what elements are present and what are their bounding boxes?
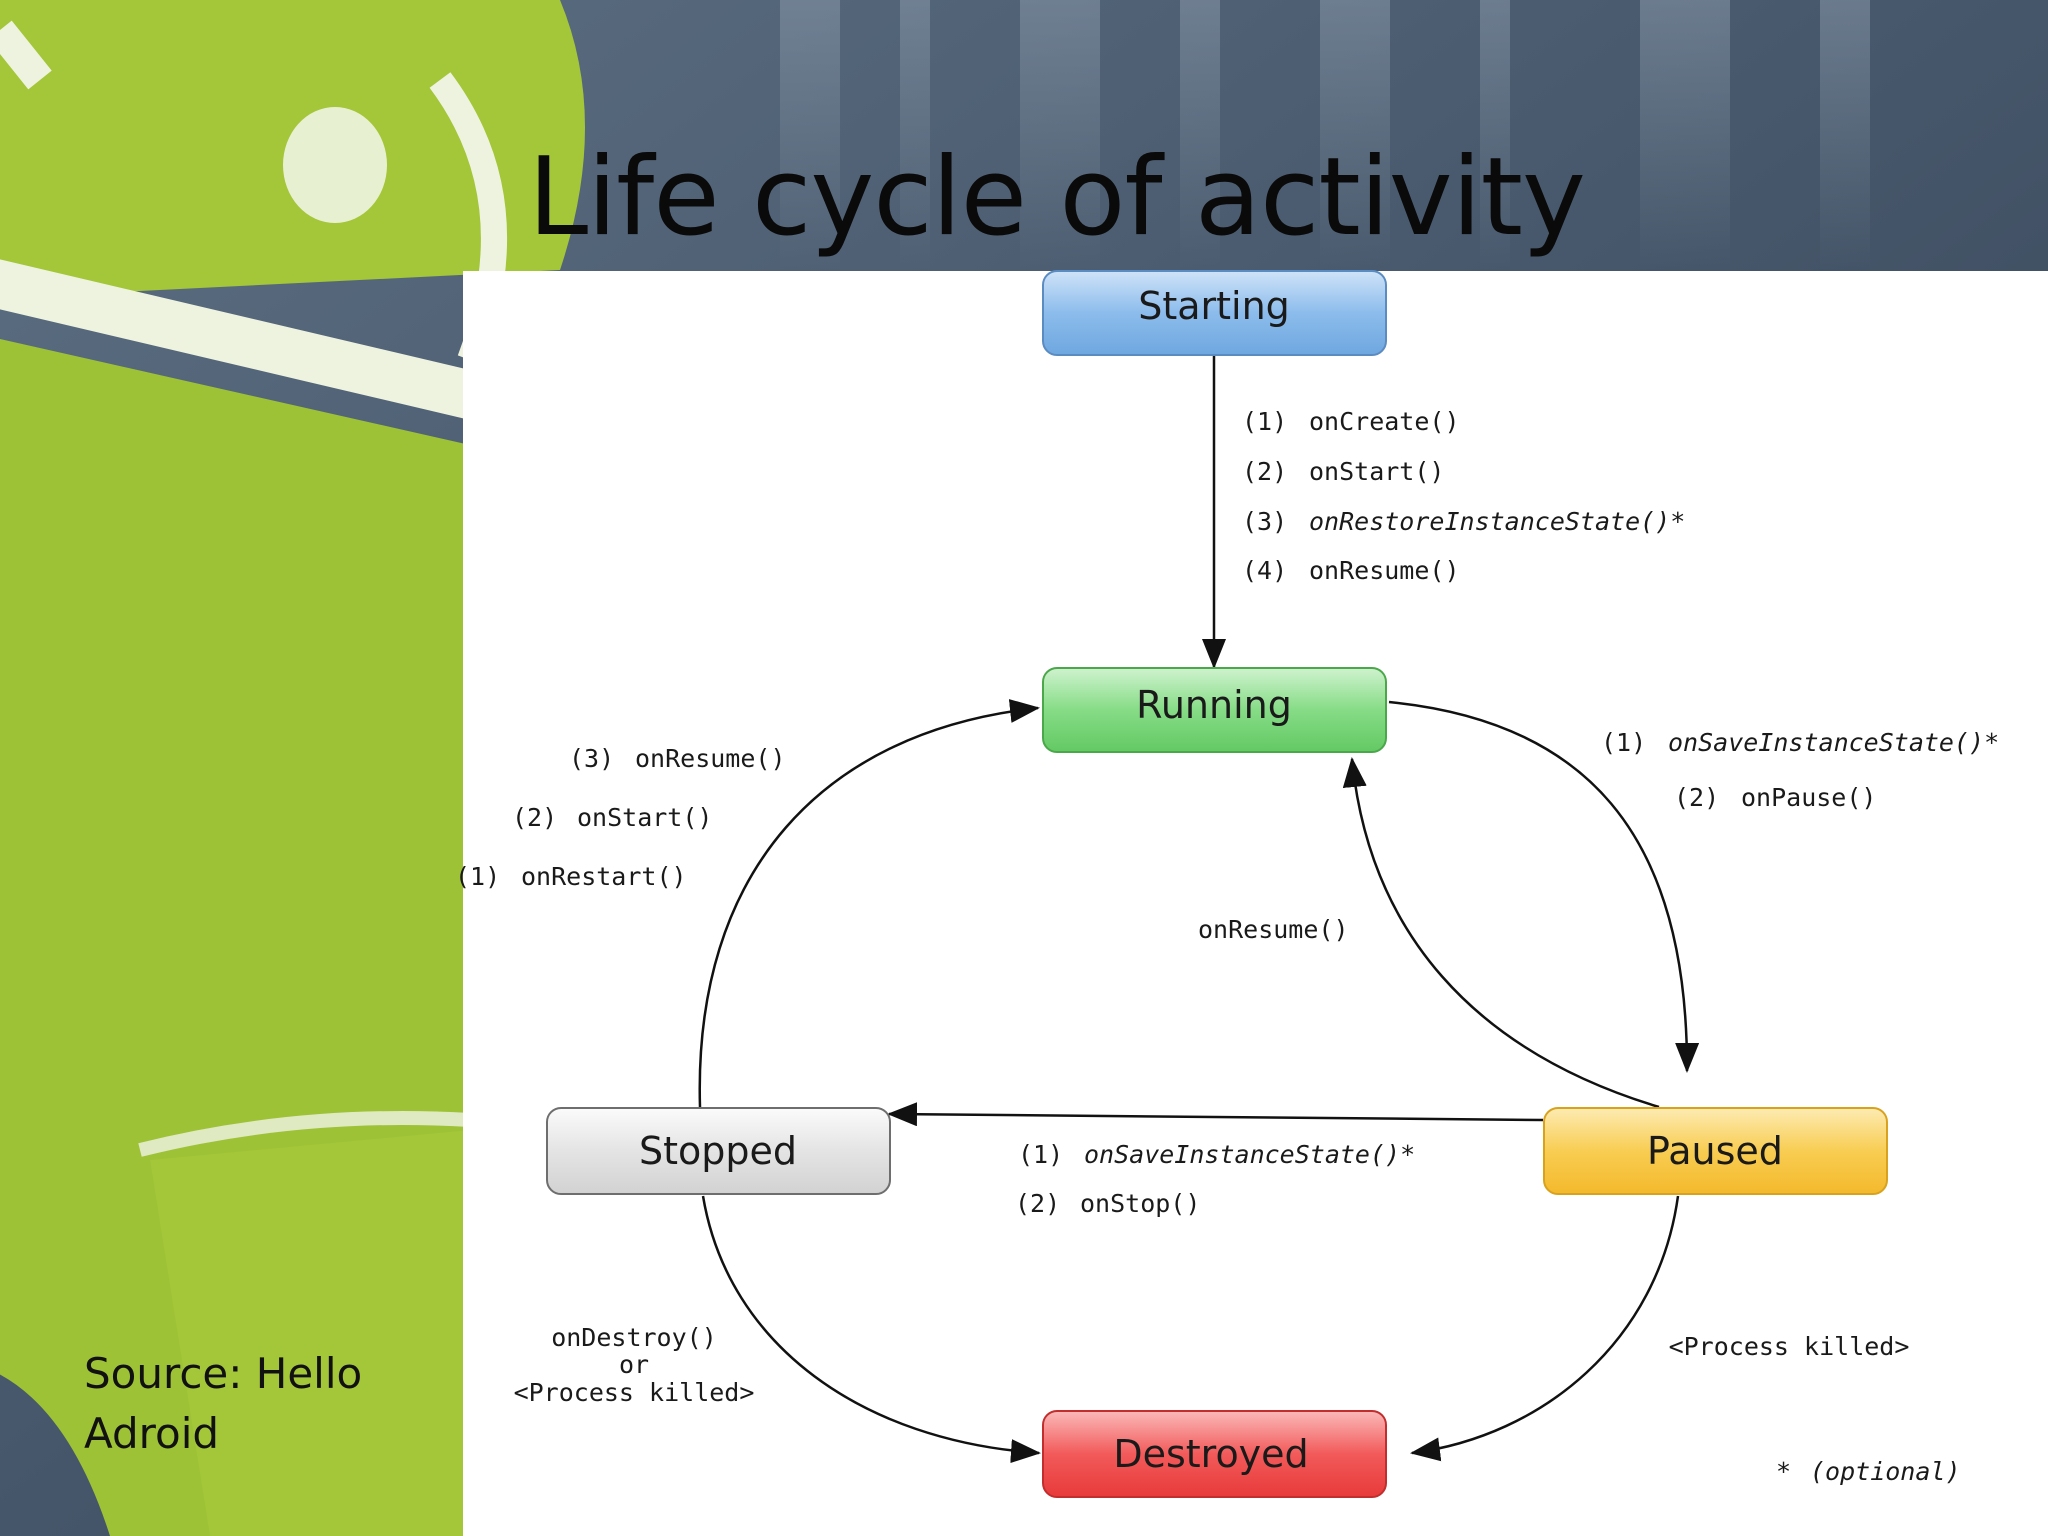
state-paused: Paused (1543, 1107, 1888, 1195)
android-logo-graphic (0, 0, 585, 1536)
callback-onrestoreinstancestate: onRestoreInstanceState()* (1309, 507, 1685, 536)
state-destroyed: Destroyed (1042, 1410, 1387, 1498)
edge-stopped-to-destroyed (701, 1195, 1041, 1464)
callback-onresume: onResume() (1309, 556, 1460, 585)
edge-paused-to-destroyed (1410, 1195, 1680, 1462)
state-stopped: Stopped (546, 1107, 891, 1195)
callback-num: (1) (1242, 407, 1287, 436)
label-running-to-paused: (1) onSaveInstanceState()* (2) onPause() (1601, 728, 1999, 812)
callback-or: or (619, 1350, 649, 1379)
edge-running-to-paused (1388, 700, 1700, 1073)
state-starting: Starting (1042, 270, 1387, 356)
callback-onresume: onResume() (635, 744, 786, 773)
callback-process-killed: <Process killed> (514, 1378, 755, 1407)
edge-paused-to-stopped (887, 1102, 1544, 1127)
callback-onrestart: onRestart() (521, 862, 687, 891)
lifecycle-diagram: Starting Running Paused Stopped Destroye… (455, 270, 1999, 1498)
callback-onstop: onStop() (1080, 1189, 1200, 1218)
callback-num: (4) (1242, 556, 1287, 585)
callback-num: (3) (1242, 507, 1287, 536)
label-paused-to-destroyed: <Process killed> (1669, 1332, 1910, 1361)
callback-onpause: onPause() (1741, 783, 1876, 812)
callback-process-killed: <Process killed> (1669, 1332, 1910, 1361)
lifecycle-diagram-panel: Starting Running Paused Stopped Destroye… (455, 270, 2048, 1536)
callback-num: (3) (569, 744, 614, 773)
callback-num: (2) (1015, 1189, 1060, 1218)
callback-onstart: onStart() (1309, 457, 1444, 486)
callback-oncreate: onCreate() (1309, 407, 1460, 436)
state-paused-label: Paused (1647, 1129, 1783, 1173)
callback-onsaveinstancestate: onSaveInstanceState()* (1668, 728, 1999, 757)
edge-stopped-to-running (698, 699, 1040, 1108)
legend-asterisk: * (1776, 1457, 1791, 1486)
callback-ondestroy: onDestroy() (551, 1323, 717, 1352)
label-paused-to-running: onResume() (1198, 915, 1349, 944)
label-stopped-to-destroyed: onDestroy() or <Process killed> (514, 1323, 755, 1407)
legend-optional-text: (optional) (1810, 1457, 1961, 1486)
legend-optional: * (optional) (1776, 1457, 1961, 1486)
edge-paused-to-running (1342, 757, 1660, 1109)
state-starting-label: Starting (1138, 284, 1290, 328)
callback-num: (1) (1018, 1140, 1063, 1169)
state-running-label: Running (1136, 683, 1292, 727)
callback-num: (2) (1242, 457, 1287, 486)
label-paused-to-stopped: (1) onSaveInstanceState()* (2) onStop() (1015, 1140, 1415, 1218)
callback-onresume: onResume() (1198, 915, 1349, 944)
state-stopped-label: Stopped (639, 1129, 797, 1173)
callback-num: (1) (1601, 728, 1646, 757)
callback-num: (2) (1674, 783, 1719, 812)
label-start-to-running: (1) onCreate() (2) onStart() (3) onResto… (1242, 407, 1685, 585)
slide-title: Life cycle of activity (528, 135, 1586, 260)
callback-onstart: onStart() (577, 803, 712, 832)
state-running: Running (1042, 667, 1387, 753)
callback-num: (2) (512, 803, 557, 832)
source-note: Source: Hello Adroid (84, 1349, 363, 1458)
callback-num: (1) (455, 862, 500, 891)
callback-onsaveinstancestate: onSaveInstanceState()* (1084, 1140, 1415, 1169)
state-destroyed-label: Destroyed (1113, 1432, 1308, 1476)
label-stopped-to-running: (3) onResume() (2) onStart() (1) onResta… (455, 744, 786, 891)
